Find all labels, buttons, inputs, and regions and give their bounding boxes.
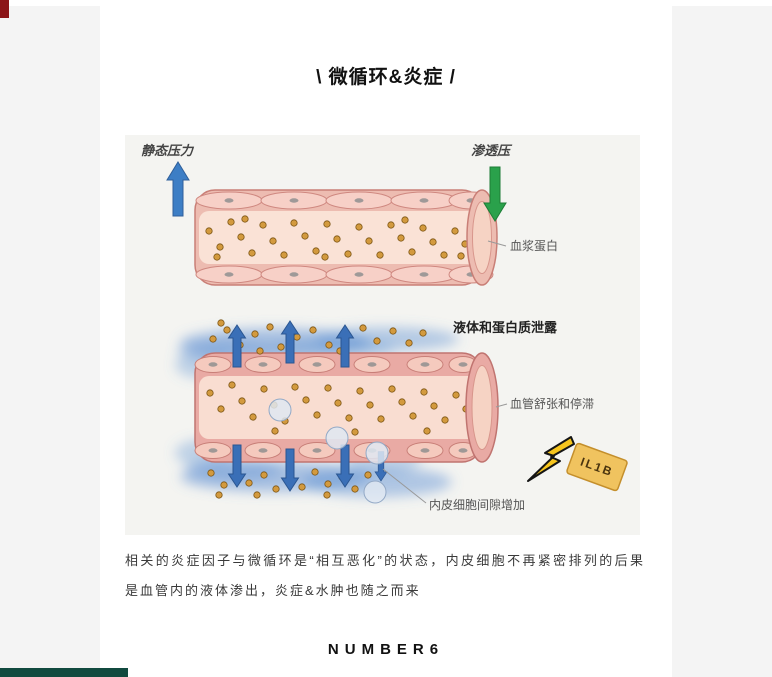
cytokine-tag: IL1B bbox=[566, 442, 628, 492]
article-paragraph: 相关的炎症因子与微循环是“相互恶化”的状态，内皮细胞不再紧密排列的后果是血管内的… bbox=[125, 553, 645, 598]
endothelial-cells-top bbox=[195, 191, 494, 210]
bottom-bar bbox=[0, 668, 128, 677]
plasma-protein-dots bbox=[205, 215, 469, 261]
fluid-droplets bbox=[268, 398, 389, 504]
article-card: \ 微循环&炎症 / bbox=[100, 0, 672, 677]
vessel-normal bbox=[194, 189, 498, 286]
microcirculation-diagram: 静态压力 渗透压 血浆蛋白 液体和蛋白质泄露 血管舒张和停滞 内皮细胞间隙增加 … bbox=[125, 135, 640, 535]
osmotic-pressure-label: 渗透压 bbox=[471, 143, 513, 158]
plasma-protein-pointer bbox=[487, 240, 507, 247]
endothelial-cells-gapped-top bbox=[194, 356, 478, 373]
static-pressure-arrow-up-icon bbox=[166, 161, 190, 217]
plasma-protein-label: 血浆蛋白 bbox=[510, 238, 558, 253]
gap-pointer bbox=[382, 468, 427, 504]
lightning-icon bbox=[527, 436, 575, 482]
vasodilation-label: 血管舒张和停滞 bbox=[510, 396, 594, 411]
leakage-label: 液体和蛋白质泄露 bbox=[453, 320, 558, 335]
gap-label: 内皮细胞间隙增加 bbox=[429, 498, 525, 512]
vessel-dilated bbox=[194, 352, 499, 463]
diagram-svg: 静态压力 渗透压 血浆蛋白 液体和蛋白质泄露 血管舒张和停滞 内皮细胞间隙增加 … bbox=[141, 143, 628, 512]
corner-mark bbox=[0, 0, 9, 18]
endothelial-cells-bottom bbox=[195, 265, 494, 284]
page-title: \ 微循环&炎症 / bbox=[316, 67, 456, 88]
section-number: NUMBER6 bbox=[327, 641, 445, 658]
vasodilation-pointer bbox=[495, 403, 508, 408]
static-pressure-label: 静态压力 bbox=[141, 143, 195, 158]
